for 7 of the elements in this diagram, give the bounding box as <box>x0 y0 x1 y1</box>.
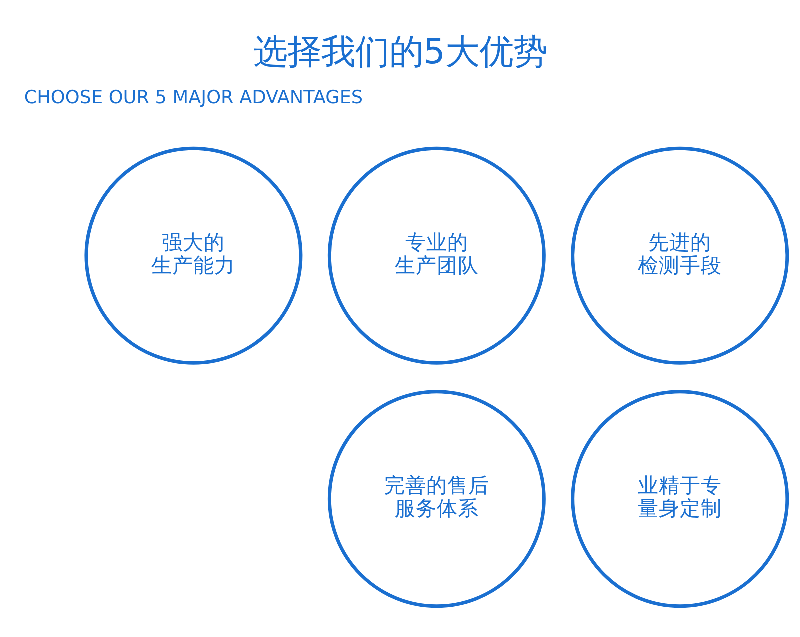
label: CHOOSE OUR 5 MAJOR ADVANTAGES <box>24 87 363 108</box>
diagram-title: 选择我们的5大优势 <box>253 32 547 72</box>
node-circle: 专业的生产团队 <box>327 146 546 364</box>
node-circle: 完善的售后服务体系 <box>327 390 546 608</box>
node-circle: 先进的检测手段 <box>570 146 789 364</box>
node-circle: 业精于专量身定制 <box>570 390 789 608</box>
node-circle: 强大的生产能力 <box>84 146 302 364</box>
